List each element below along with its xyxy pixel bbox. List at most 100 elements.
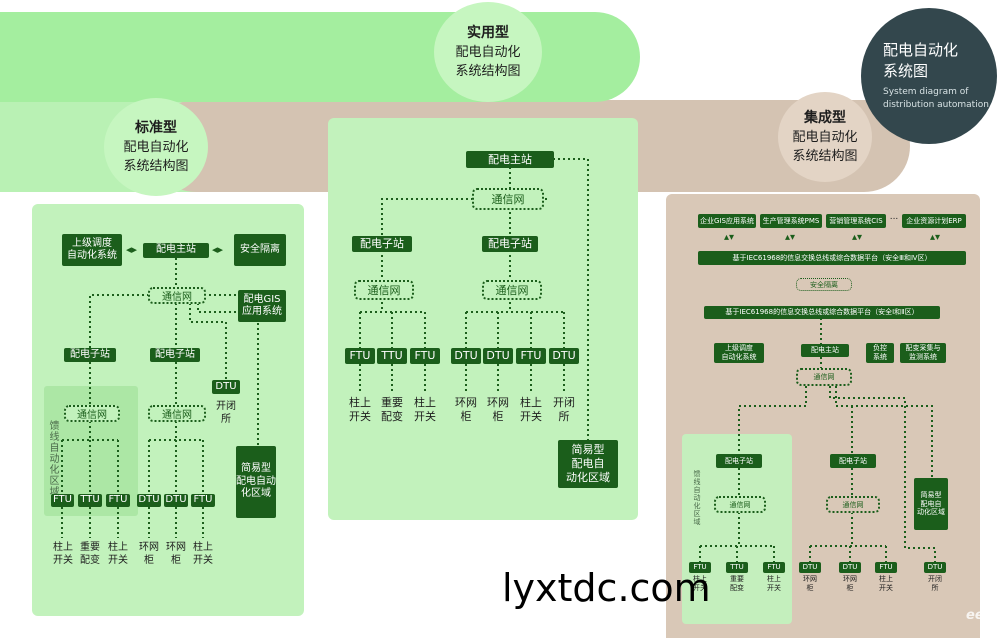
- practical-type-circle: 实用型 配电自动化 系统结构图: [434, 2, 542, 102]
- integrated-network-left: 通信网: [714, 496, 766, 513]
- practical-master-station: 配电主站: [466, 151, 554, 168]
- standard-title: 标准型: [135, 120, 177, 136]
- practical-terminal-ttu: TTU: [377, 348, 407, 364]
- standard-label-6: 柱上开关: [193, 542, 213, 566]
- standard-label-2: 重要配变: [80, 542, 100, 566]
- integrated-label-1: 柱上开关: [693, 575, 707, 593]
- integrated-simple-area: 简易型配电自动化区域: [914, 478, 948, 530]
- site-overlay-text: lyxtdc.com: [502, 566, 711, 610]
- practical-network-left: 通信网: [354, 280, 414, 300]
- integrated-platform-lower: 基于IEC61968的信息交换总线或综合数据平台（安全Ⅰ和Ⅱ区）: [704, 306, 940, 319]
- integrated-system-pms: 生产管理系统PMS: [760, 214, 822, 228]
- watermark-text: www.ceepower.com: [312, 588, 468, 604]
- practical-label-5: 环网柜: [487, 396, 509, 424]
- standard-network-top: 通信网: [148, 287, 206, 304]
- integrated-network-top: 通信网: [796, 368, 852, 386]
- practical-label-4: 环网柜: [455, 396, 477, 424]
- practical-label-1: 柱上开关: [349, 396, 371, 424]
- integrated-substation-left: 配电子站: [716, 454, 762, 468]
- standard-upper-dispatch: 上级调度自动化系统: [62, 234, 122, 266]
- practical-terminal-dtu-1: DTU: [451, 348, 481, 364]
- main-title-line2: 系统图: [883, 62, 929, 80]
- integrated-security-isolation: 安全隔离: [796, 278, 852, 291]
- practical-label-3: 柱上开关: [414, 396, 436, 424]
- standard-terminal-ftu-2: FTU: [106, 494, 130, 507]
- standard-network-right: 通信网: [148, 405, 206, 422]
- main-title-circle: 配电自动化 系统图 System diagram of distribution…: [861, 8, 997, 144]
- standard-feeder-area-label: 馈线自动化区域: [47, 420, 58, 497]
- practical-sub2: 系统结构图: [455, 64, 521, 79]
- arrow-left-right-icon-2: ◂▸: [212, 243, 224, 256]
- integrated-sub1: 配电自动化: [792, 130, 858, 145]
- integrated-sub2: 系统结构图: [792, 149, 858, 164]
- standard-label-1: 柱上开关: [53, 542, 73, 566]
- integrated-terminal-dtu-2: DTU: [839, 562, 861, 573]
- practical-simple-area: 简易型配电自动化区域: [558, 440, 618, 488]
- standard-substation-right: 配电子站: [150, 348, 200, 362]
- practical-terminal-ftu-3: FTU: [516, 348, 546, 364]
- arrow-up-down-icon-1: ▴▾: [724, 232, 735, 243]
- practical-title: 实用型: [467, 25, 509, 41]
- standard-terminal-dtu-1: DTU: [137, 494, 161, 507]
- integrated-network-right: 通信网: [826, 496, 880, 513]
- integrated-upper-dispatch: 上级调度自动化系统: [714, 343, 764, 363]
- standard-network-left: 通信网: [64, 405, 120, 422]
- standard-switch-station-label: 开闭所: [216, 401, 236, 425]
- integrated-terminal-dtu-3: DTU: [924, 562, 946, 573]
- practical-terminal-dtu-2: DTU: [483, 348, 513, 364]
- practical-label-7: 开闭所: [553, 396, 575, 424]
- integrated-system-erp: 企业资源计划ERP: [902, 214, 966, 228]
- standard-sub1: 配电自动化: [123, 140, 189, 155]
- integrated-ellipsis: ...: [889, 212, 899, 222]
- standard-terminal-ttu: TTU: [78, 494, 102, 507]
- integrated-substation-right: 配电子站: [830, 454, 876, 468]
- standard-master-station: 配电主站: [143, 243, 209, 258]
- practical-terminal-dtu-3: DTU: [549, 348, 579, 364]
- integrated-substation-monitor: 配变采集与监测系统: [900, 343, 946, 363]
- practical-label-2: 重要配变: [381, 396, 403, 424]
- integrated-platform-upper: 基于IEC61968的信息交换总线或综合数据平台（安全Ⅲ和Ⅳ区）: [698, 251, 966, 265]
- main-title-line1: 配电自动化: [883, 41, 959, 59]
- integrated-terminal-ftu-1: FTU: [689, 562, 711, 573]
- standard-type-circle: 标准型 配电自动化 系统结构图: [104, 98, 208, 196]
- practical-terminal-ftu-2: FTU: [410, 348, 440, 364]
- practical-sub1: 配电自动化: [455, 45, 521, 60]
- integrated-label-7: 开闭所: [928, 575, 942, 593]
- integrated-load-control: 负控系统: [866, 343, 894, 363]
- standard-simple-area: 简易型配电自动化区域: [236, 446, 276, 518]
- integrated-master-station: 配电主站: [801, 344, 849, 357]
- integrated-label-6: 柱上开关: [879, 575, 893, 593]
- integrated-system-gis: 企业GIS应用系统: [698, 214, 756, 228]
- integrated-title: 集成型: [804, 110, 846, 126]
- watermark-text-2: eep: [966, 608, 993, 623]
- integrated-label-4: 环网柜: [803, 575, 817, 593]
- integrated-feeder-area-label: 馈线自动化区域: [693, 470, 701, 526]
- standard-terminal-ftu-1: FTU: [51, 494, 74, 507]
- integrated-label-3: 柱上开关: [767, 575, 781, 593]
- main-en-line1: System diagram of: [883, 87, 969, 97]
- integrated-label-2: 重要配变: [730, 575, 744, 593]
- standard-terminal-ftu-3: FTU: [191, 494, 215, 507]
- standard-label-4: 环网柜: [139, 542, 159, 566]
- integrated-terminal-ttu: TTU: [726, 562, 748, 573]
- standard-label-3: 柱上开关: [108, 542, 128, 566]
- practical-network-right: 通信网: [482, 280, 542, 300]
- standard-label-5: 环网柜: [166, 542, 186, 566]
- arrow-up-down-icon-3: ▴▾: [852, 232, 863, 243]
- standard-security-isolation: 安全隔离: [234, 234, 286, 266]
- integrated-terminal-ftu-3: FTU: [875, 562, 897, 573]
- integrated-terminal-dtu-1: DTU: [799, 562, 821, 573]
- practical-terminal-ftu-1: FTU: [345, 348, 375, 364]
- standard-terminal-dtu-2: DTU: [164, 494, 188, 507]
- practical-network-top: 通信网: [472, 188, 544, 210]
- standard-dtu: DTU: [212, 380, 240, 394]
- practical-substation-right: 配电子站: [482, 236, 538, 252]
- integrated-label-5: 环网柜: [843, 575, 857, 593]
- integrated-system-cis: 营销管理系统CIS: [826, 214, 886, 228]
- practical-label-6: 柱上开关: [520, 396, 542, 424]
- arrow-up-down-icon-4: ▴▾: [930, 232, 941, 243]
- arrow-left-right-icon: ◂▸: [126, 243, 138, 256]
- arrow-up-down-icon-2: ▴▾: [785, 232, 796, 243]
